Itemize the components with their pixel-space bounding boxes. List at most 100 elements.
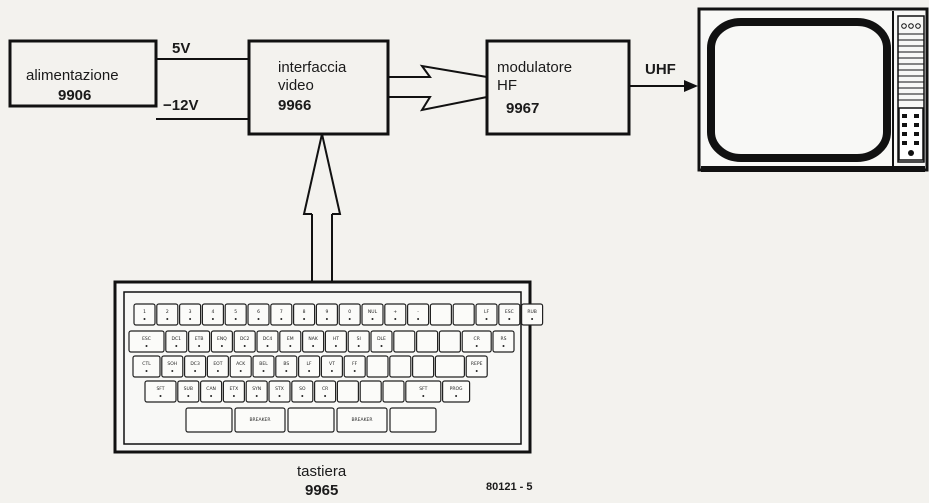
- television-icon: [699, 9, 927, 172]
- keyboard-key: [186, 408, 232, 432]
- keyboard-key-legend: EM: [287, 336, 294, 342]
- keyboard-key-dot: [289, 345, 291, 347]
- keyboard-key-dot: [256, 395, 258, 397]
- keyboard-key-dot: [233, 395, 235, 397]
- keyboard-key-legend: RUB: [527, 309, 537, 315]
- keyboard-key-legend: 0: [348, 309, 351, 315]
- keyboard-key-legend: REPE: [471, 361, 483, 367]
- keyboard-key-dot: [285, 370, 287, 372]
- keyboard-key: [453, 304, 474, 325]
- keyboard-key: [413, 356, 434, 377]
- keyboard-key-legend: 1: [143, 309, 146, 315]
- keyboard-key-dot: [146, 370, 148, 372]
- keyboard-key-legend: DC1: [172, 336, 182, 342]
- label-minus-12v: −12V: [163, 97, 198, 115]
- keyboard-key-legend: 9: [325, 309, 328, 315]
- keyboard-key-dot: [146, 345, 148, 347]
- keyboard-key-dot: [455, 395, 457, 397]
- keyboard-key-legend: CAN: [206, 386, 216, 392]
- keyboard-key-dot: [175, 345, 177, 347]
- keyboard-key: [417, 331, 438, 352]
- label-uhf: UHF: [645, 61, 676, 79]
- keyboard-key: [360, 381, 381, 402]
- video-interface-name: interfaccia: [278, 59, 346, 77]
- keyboard-key-dot: [217, 370, 219, 372]
- keyboard-key-dot: [166, 318, 168, 320]
- keyboard-key-dot: [331, 370, 333, 372]
- hf-modulator-code: 9967: [506, 100, 539, 118]
- keyboard-icon: 1234567890NUL+-LFESCRUBESCDC1ETBENQDC2DC…: [115, 282, 543, 452]
- keyboard-key-dot: [476, 345, 478, 347]
- keyboard-key: [430, 304, 451, 325]
- keyboard-key-legend: LF: [307, 361, 313, 367]
- keyboard-key-dot: [258, 318, 260, 320]
- keyboard-key-dot: [486, 318, 488, 320]
- keyboard-key-dot: [324, 395, 326, 397]
- keyboard-key-dot: [187, 395, 189, 397]
- keyboard-key-dot: [381, 345, 383, 347]
- keyboard-key-dot: [326, 318, 328, 320]
- video-interface-name-2: video: [278, 77, 314, 95]
- keyboard-key-legend: BREAKER: [249, 417, 270, 423]
- keyboard-key-legend: ESC: [142, 336, 151, 342]
- keyboard-key-legend: CTL: [142, 361, 151, 367]
- keyboard-key-dot: [212, 318, 214, 320]
- keyboard-key-legend: SI: [357, 336, 361, 342]
- keyboard-key-dot: [144, 318, 146, 320]
- keyboard-key: [390, 408, 436, 432]
- keyboard-key-dot: [372, 318, 374, 320]
- keyboard-key-dot: [171, 370, 173, 372]
- keyboard-key-legend: BREAKER: [351, 417, 372, 423]
- power-supply-code: 9906: [58, 87, 91, 105]
- keyboard-key-legend: ETX: [230, 386, 239, 392]
- keyboard-key-legend: RS: [501, 336, 507, 342]
- keyboard-key-dot: [354, 370, 356, 372]
- keyboard-key-legend: ETB: [195, 336, 204, 342]
- keyboard-key-dot: [476, 370, 478, 372]
- keyboard-key-legend: SFT: [156, 386, 164, 392]
- keyboard-name: tastiera: [297, 463, 346, 481]
- keyboard-key-legend: BS: [283, 361, 289, 367]
- keyboard-key-legend: 3: [189, 309, 192, 315]
- bus-arrow-to-modulator: [388, 66, 487, 110]
- keyboard-key-legend: CR: [474, 336, 480, 342]
- keyboard-code: 9965: [305, 482, 338, 500]
- keyboard-key-legend: VT: [329, 361, 335, 367]
- video-interface-code: 9966: [278, 97, 311, 115]
- keyboard-key-legend: SFT: [419, 386, 427, 392]
- uhf-output-arrow: [629, 80, 698, 92]
- keyboard-key-legend: CR: [322, 386, 328, 392]
- keyboard-key-dot: [244, 345, 246, 347]
- keyboard-key: [390, 356, 411, 377]
- keyboard-key: [394, 331, 415, 352]
- keyboard-key-legend: FF: [352, 361, 358, 367]
- keyboard-key-legend: DLE: [377, 336, 386, 342]
- keyboard-key-dot: [394, 318, 396, 320]
- keyboard-key-legend: NAK: [308, 336, 318, 342]
- keyboard-key-legend: 4: [211, 309, 214, 315]
- keyboard-key: [367, 356, 388, 377]
- keyboard-key-dot: [263, 370, 265, 372]
- keyboard-key-dot: [308, 370, 310, 372]
- power-supply-name: alimentazione: [26, 67, 119, 85]
- keyboard-key-legend: LF: [484, 309, 490, 315]
- keyboard-key-legend: SYN: [252, 386, 261, 392]
- keyboard-key-dot: [189, 318, 191, 320]
- keyboard-key-legend: HT: [333, 336, 339, 342]
- keyboard-key-legend: EOT: [213, 361, 222, 367]
- keyboard-key-legend: +: [393, 309, 397, 315]
- keyboard-key-dot: [531, 318, 533, 320]
- bus-arrow-from-keyboard: [304, 134, 340, 282]
- keyboard-key-dot: [280, 318, 282, 320]
- keyboard-key-dot: [508, 318, 510, 320]
- keyboard-key-dot: [198, 345, 200, 347]
- keyboard-key-dot: [194, 370, 196, 372]
- keyboard-key-legend: BEL: [259, 361, 268, 367]
- keyboard-key-dot: [422, 395, 424, 397]
- keyboard-key-dot: [279, 395, 281, 397]
- keyboard-key-legend: ENQ: [217, 336, 227, 342]
- keyboard-key-legend: ACK: [236, 361, 246, 367]
- keyboard-key-dot: [417, 318, 419, 320]
- keyboard-key-legend: ESC: [505, 309, 514, 315]
